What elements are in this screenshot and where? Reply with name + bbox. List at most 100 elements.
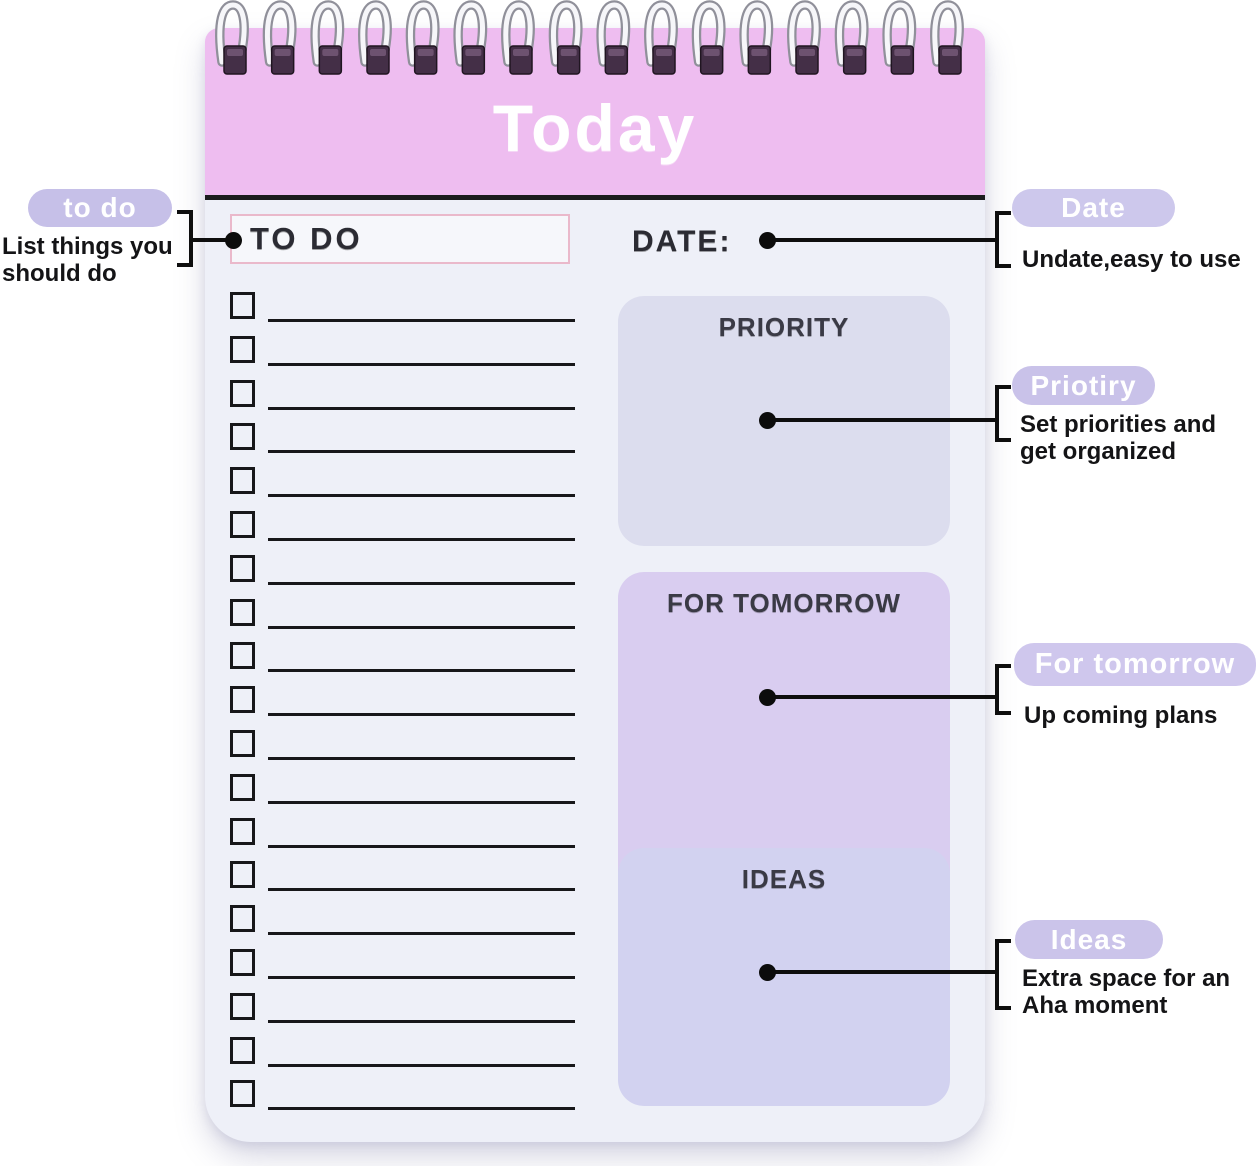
checklist-row [230,773,575,804]
checklist-row [230,379,575,410]
todo-box: TO DO [230,214,570,264]
checklist-row [230,1036,575,1067]
callout-bracket-ideas [995,939,1011,1010]
checkbox-icon [230,817,255,845]
notepad: Today TO DO DATE: PRIORITY FOR TOMORROW … [205,28,985,1142]
checklist-row [230,598,575,629]
todo-label: TO DO [250,221,363,256]
checklist-row [230,292,575,322]
checkbox-icon [230,1036,255,1064]
checklist-row [230,423,575,454]
spiral-coil [358,0,392,75]
rule-line [268,932,575,936]
spiral-coil [453,0,488,75]
spiral-coil [215,0,249,75]
callout-bracket-todo [177,210,193,267]
checklist-row [230,467,575,498]
checklist-row [230,861,575,892]
callout-description-tomorrow: Up coming plans [1024,702,1218,729]
spiral-coil [310,0,345,75]
spiral-coil [405,0,440,75]
section-title-priority: PRIORITY [718,312,850,342]
checkbox-icon [230,773,255,801]
rule-line [268,450,575,454]
rule-line [268,713,575,717]
checkbox-icon [230,598,255,626]
callout-pill-priority: Priotiry [1012,366,1155,405]
callout-description-priority: Set priorities and get organized [1020,411,1217,466]
callout-pill-ideas: Ideas [1015,920,1163,959]
rule-line [268,581,575,585]
checklist-row [230,949,575,979]
rule-line [268,625,575,629]
checklist-row [230,642,575,673]
connector-dot-ideas [758,963,776,981]
connector-line-date [767,238,995,242]
spiral-coil [691,0,726,75]
checkbox-icon [230,511,255,538]
checklist-row [230,817,575,848]
checkbox-icon [230,686,255,714]
date-label: DATE: [632,225,732,258]
page-title: Today [492,91,698,165]
rule-line [268,844,575,848]
spiral-coil [644,0,678,75]
checkbox-icon [230,379,255,407]
checklist-row [230,992,575,1023]
connector-line-ideas [767,970,995,974]
callout-pill-date: Date [1012,189,1175,227]
callout-bracket-tomorrow [995,664,1011,715]
connector-line-priority [767,418,995,422]
spiral-coil [596,0,631,75]
checkbox-icon [230,423,255,451]
section-box-for-tomorrow: FOR TOMORROW [618,572,950,902]
rule-line [268,757,575,760]
checkbox-icon [230,861,255,889]
callout-description-date: Undate,easy to use [1022,246,1241,273]
connector-line-todo [193,238,227,242]
callout-pill-todo: to do [28,189,172,227]
spiral-coil [262,0,297,75]
checkbox-icon [230,335,255,363]
rule-line [268,538,575,541]
spiral-coil [787,0,821,75]
rule-line [268,362,575,366]
spiral-coil [739,0,774,75]
connector-dot-tomorrow [758,688,776,706]
connector-dot-todo [224,231,242,249]
connector-line-tomorrow [767,695,995,699]
checkbox-icon [230,992,255,1020]
rule-line [268,669,575,673]
checkbox-icon [230,1080,255,1108]
callout-description-todo: List things you should do [2,233,173,288]
checklist-row [230,1080,575,1111]
callout-bracket-priority [995,385,1011,442]
rule-line [268,319,575,322]
spiral-coil [548,0,583,75]
rule-line [268,406,575,410]
rule-line [268,494,575,498]
section-title-for-tomorrow: FOR TOMORROW [667,588,901,618]
checklist-row [230,511,575,541]
section-title-ideas: IDEAS [741,864,827,894]
connector-dot-date [758,231,776,249]
checkbox-icon [230,730,255,757]
connector-dot-priority [758,411,776,429]
callout-pill-tomorrow: For tomorrow [1014,643,1256,686]
spiral-coil [501,0,535,75]
spiral-binding [215,0,964,75]
checkbox-icon [230,554,255,582]
spiral-coil [930,0,964,75]
checklist-row [230,686,575,717]
rule-line [268,888,575,892]
cover-edge-line [205,195,985,200]
callout-bracket-date [995,211,1011,268]
checkbox-icon [230,467,255,495]
rule-line [268,1063,575,1067]
spiral-coil [882,0,917,75]
checklist-row [230,905,575,936]
checklist-row [230,554,575,585]
rule-line [268,800,575,804]
callout-description-ideas: Extra space for an Aha moment [1022,965,1231,1020]
